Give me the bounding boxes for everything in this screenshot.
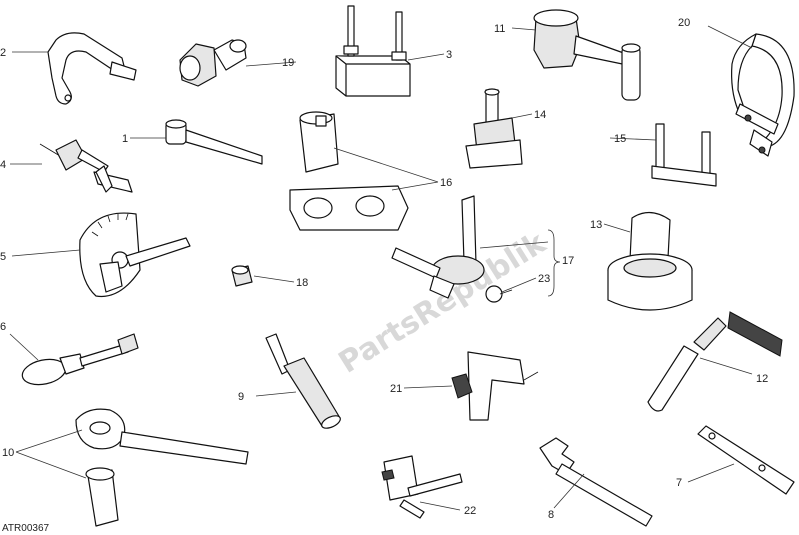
callout-14: 14 (534, 109, 546, 121)
tool-6-strap-wrench (21, 333, 139, 386)
tool-9-handle-driver (265, 333, 341, 429)
tool-11-crown-tool (533, 9, 641, 101)
callout-labels: 2 19 3 11 20 1 4 14 15 16 13 5 18 17 23 … (0, 17, 768, 521)
tool-7-plate (697, 425, 795, 495)
callout-1: 1 (122, 133, 128, 145)
tool-2-hook-wrench (47, 32, 137, 105)
callout-8: 8 (548, 509, 554, 521)
tool-20-hoop-clamp (731, 33, 795, 157)
callout-17: 17 (562, 255, 574, 267)
watermark-text: PartsRepublik (333, 225, 553, 381)
tool-15-fork-plate (651, 123, 717, 187)
tool-21-bracket (451, 351, 539, 421)
tool-8-open-wrench (539, 437, 653, 527)
callout-22: 22 (464, 505, 476, 517)
tool-17-gauge-holder (391, 195, 485, 299)
callout-2: 2 (0, 47, 6, 59)
callout-12: 12 (756, 373, 768, 385)
tool-4-t-handle-puller (39, 139, 133, 193)
leader-lines (9, 25, 753, 511)
tool-22-fork-tool (381, 455, 463, 519)
tool-19-socket (179, 39, 247, 87)
tool-10-spanner-and-socket (75, 408, 249, 527)
callout-6: 6 (0, 321, 6, 333)
callout-3: 3 (446, 49, 452, 61)
callout-4: 4 (0, 159, 6, 171)
callout-23: 23 (538, 273, 550, 285)
callout-11: 11 (494, 23, 505, 35)
callout-5: 5 (0, 251, 6, 263)
tool-1-pin-wrench (165, 119, 263, 165)
tool-3-stud-bracket (335, 5, 411, 97)
reference-code: ATR00367 (2, 523, 50, 534)
tool-23-dial-adapter (485, 285, 513, 303)
tool-18-nut (231, 265, 253, 287)
tool-13-lifting-ring (607, 211, 693, 311)
tool-5-degree-wheel (79, 212, 191, 298)
callout-16: 16 (440, 177, 452, 189)
callout-21: 21 (390, 383, 402, 395)
callout-10: 10 (2, 447, 14, 459)
callout-13: 13 (590, 219, 602, 231)
callout-20: 20 (678, 17, 690, 29)
callout-15: 15 (614, 133, 626, 145)
callout-18: 18 (296, 277, 308, 289)
tool-16-sockets-plate (289, 111, 409, 231)
callout-9: 9 (238, 391, 244, 403)
tool-12-crank (647, 311, 783, 412)
callout-7: 7 (676, 477, 682, 489)
tool-14-centering-tool (465, 88, 523, 169)
callout-19: 19 (282, 57, 294, 69)
